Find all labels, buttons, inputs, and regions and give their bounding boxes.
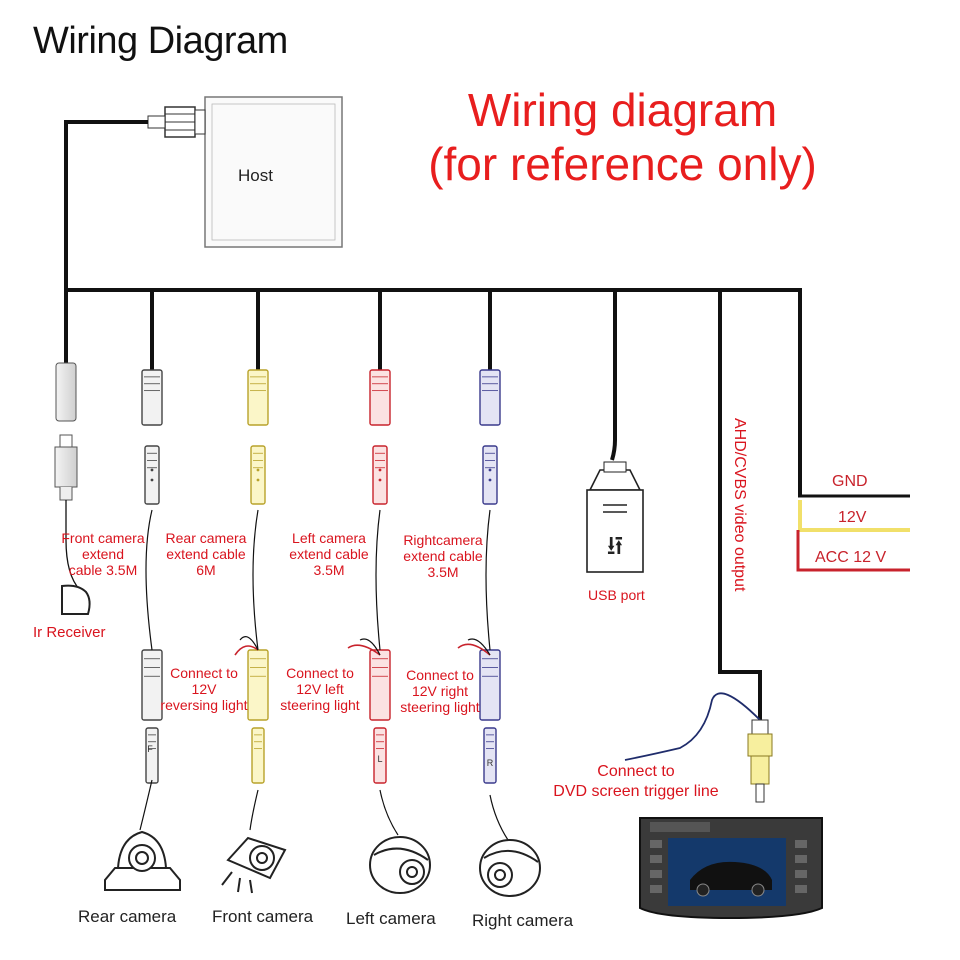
rear-upper-female bbox=[141, 369, 163, 426]
trigger-pigtails bbox=[234, 636, 761, 761]
dvd-head-unit bbox=[639, 817, 823, 920]
left-camera-label: Left camera bbox=[346, 909, 436, 928]
rear-plug-set bbox=[141, 369, 163, 784]
left-lower-female bbox=[369, 649, 391, 721]
subtitle-line-1: Wiring diagram bbox=[467, 84, 778, 136]
left-upper-female bbox=[369, 369, 391, 426]
right-upper-male bbox=[482, 445, 498, 505]
left-plug-set bbox=[369, 369, 391, 784]
rear-camera-label: Rear camera bbox=[78, 907, 177, 926]
gnd-label: GND bbox=[832, 473, 868, 490]
rear-upper-male bbox=[144, 445, 160, 505]
right-camera-label: Right camera bbox=[472, 911, 574, 930]
left-camera-shape bbox=[369, 836, 431, 894]
acc-12v-label: ACC 12 V bbox=[815, 549, 887, 566]
page-title: Wiring Diagram bbox=[33, 20, 288, 62]
host-box bbox=[204, 96, 343, 248]
12v-label: 12V bbox=[838, 509, 867, 526]
front-lower-male bbox=[251, 727, 265, 784]
ir-receiver bbox=[61, 584, 91, 615]
rear-lower-male bbox=[145, 727, 159, 784]
front-upper-male bbox=[250, 445, 266, 505]
plug-mark: L bbox=[377, 754, 382, 764]
usb-plug: ⭿ bbox=[586, 461, 644, 573]
subtitle-line-2: (for reference only) bbox=[428, 138, 817, 190]
right-lower-male bbox=[483, 727, 497, 784]
right-upper-female bbox=[479, 369, 501, 426]
usb-port-label: USB port bbox=[588, 587, 645, 603]
main-wiring bbox=[64, 120, 802, 720]
rca-trigger-plug bbox=[747, 719, 773, 803]
front-camera-shape bbox=[221, 836, 287, 894]
power-leads bbox=[796, 494, 910, 572]
front-camera-label: Front camera bbox=[212, 907, 314, 926]
svg-text:⭿: ⭿ bbox=[607, 532, 624, 562]
front-plug-set bbox=[247, 369, 269, 784]
right-plug-set bbox=[479, 369, 501, 784]
host-connector bbox=[147, 106, 206, 138]
video-output-label: AHD/CVBS video output bbox=[731, 418, 748, 592]
left-upper-male bbox=[372, 445, 388, 505]
plug-mark: F bbox=[147, 744, 153, 754]
plug-mark: R bbox=[487, 758, 494, 768]
rear-camera-shape bbox=[104, 830, 181, 891]
host-label: Host bbox=[238, 166, 273, 185]
thin-cables bbox=[139, 509, 509, 841]
right-camera-shape bbox=[479, 839, 541, 897]
front-upper-female bbox=[247, 369, 269, 426]
ir-receiver-label: Ir Receiver bbox=[33, 624, 106, 641]
